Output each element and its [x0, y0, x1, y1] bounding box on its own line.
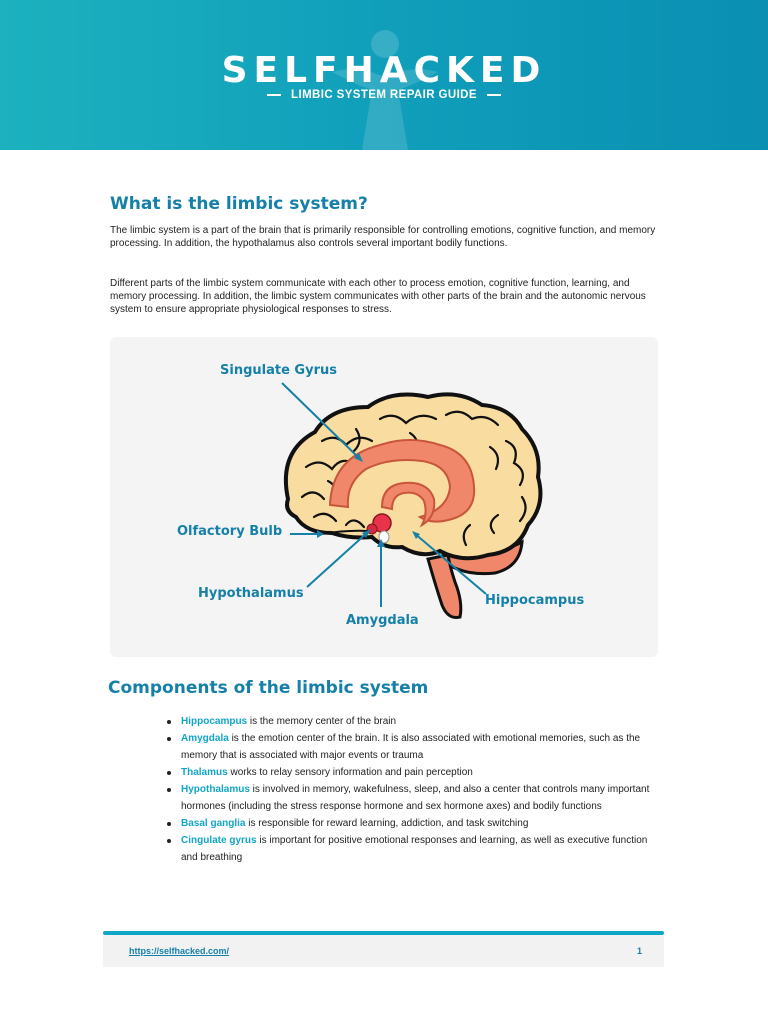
brain-diagram-panel: Singulate Gyrus Olfactory Bulb Hypothala… [110, 337, 658, 657]
guide-subtitle: LIMBIC SYSTEM REPAIR GUIDE [291, 89, 477, 101]
website-link[interactable]: https://selfhacked.com/ [129, 946, 230, 956]
term-hypothalamus: Hypothalamus [181, 784, 250, 795]
pointer-cingulate [281, 382, 361, 460]
page-number: 1 [636, 946, 642, 956]
subtitle-row: LIMBIC SYSTEM REPAIR GUIDE [0, 89, 768, 101]
logo-figure-icon [332, 30, 438, 150]
label-hypothalamus: Hypothalamus [198, 586, 304, 601]
term-hippocampus: Hippocampus [181, 716, 248, 727]
list-item: Thalamus works to relay sensory informat… [165, 764, 655, 781]
arrowhead-hypothalamus [362, 529, 371, 538]
arrowhead-amygdala [377, 539, 385, 547]
term-basal-ganglia: Basal ganglia [181, 818, 246, 829]
pointer-hypothalamus [306, 531, 369, 588]
brainstem-shape [426, 553, 463, 619]
page-footer: https://selfhacked.com/ 1 [103, 935, 664, 967]
header-banner: SELFHACKED LIMBIC SYSTEM REPAIR GUIDE [0, 0, 768, 150]
bullet-icon [167, 822, 171, 826]
arrowhead-olfactory [317, 530, 324, 538]
label-olfactory-bulb: Olfactory Bulb [177, 524, 283, 539]
brand-logo-text: SELFHACKED [221, 50, 547, 91]
arrowhead-hippocampus [412, 531, 420, 539]
label-hippocampus: Hippocampus [485, 593, 585, 608]
gyri-lines [300, 410, 527, 547]
cingulate-gyrus-shape [328, 439, 476, 523]
list-item: Hippocampus is the memory center of the … [165, 713, 655, 730]
intro-paragraph-2: Different parts of the limbic system com… [110, 278, 646, 316]
term-amygdala: Amygdala [181, 733, 229, 744]
item-description: is the memory center of the brain [247, 716, 397, 727]
list-item: Amygdala is the emotion center of the br… [165, 730, 655, 764]
subtitle-dash-left [267, 94, 282, 96]
hippocampus-shape [380, 481, 436, 528]
bullet-icon [167, 737, 171, 741]
footer-accent-bar [103, 931, 664, 935]
brain-illustration [281, 382, 543, 619]
item-description: is the emotion center of the brain. It i… [181, 733, 641, 761]
bullet-icon [167, 788, 171, 792]
section-title-components: Components of the limbic system [108, 678, 429, 698]
cortex-shape [283, 392, 543, 561]
list-item: Cingulate gyrus is important for positiv… [165, 832, 655, 866]
label-amygdala: Amygdala [346, 613, 419, 628]
bullet-icon [167, 771, 171, 775]
pointer-lines [281, 382, 487, 607]
item-description: works to relay sensory information and p… [227, 767, 473, 778]
item-description: is involved in memory, wakefulness, slee… [181, 784, 650, 812]
subtitle-dash-right [486, 94, 501, 96]
section-title-what-is: What is the limbic system? [110, 194, 368, 214]
label-singulate-gyrus: Singulate Gyrus [220, 363, 337, 378]
pointer-hippocampus [413, 532, 487, 595]
bullet-icon [167, 839, 171, 843]
arrowhead-cingulate [354, 453, 363, 462]
term-thalamus: Thalamus [181, 767, 228, 778]
components-list: Hippocampus is the memory center of the … [165, 713, 655, 866]
list-item: Basal ganglia is responsible for reward … [165, 815, 655, 832]
term-cingulate-gyrus: Cingulate gyrus [181, 835, 257, 846]
item-description: is responsible for reward learning, addi… [245, 818, 529, 829]
item-description: is important for positive emotional resp… [181, 835, 648, 863]
list-item: Hypothalamus is involved in memory, wake… [165, 781, 655, 815]
bullet-icon [167, 720, 171, 724]
olfactory-bulb-shape [321, 529, 369, 535]
intro-paragraph-1: The limbic system is a part of the brain… [110, 225, 656, 250]
